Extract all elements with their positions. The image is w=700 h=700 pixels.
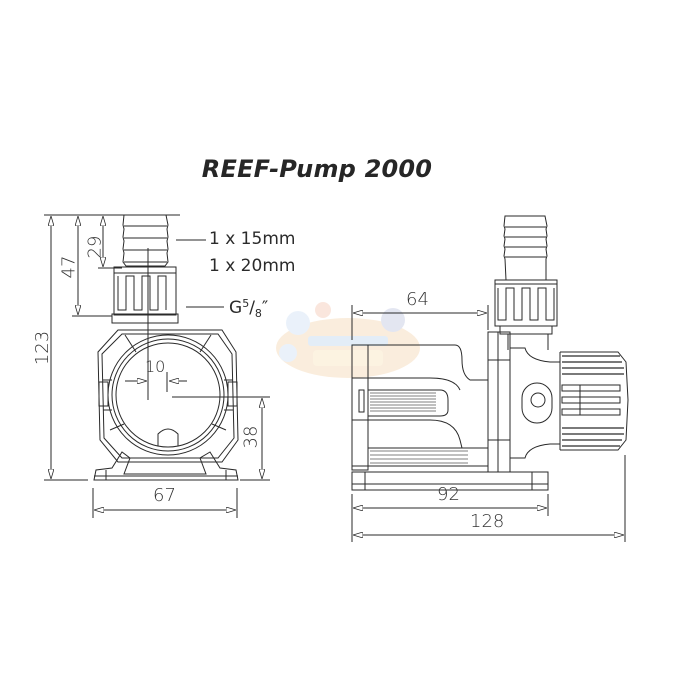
hose-size-label-15mm: 1 x 15mm <box>209 229 296 249</box>
dim-total-length: 128 <box>470 511 505 532</box>
thread-size-label: G5/8″ <box>229 298 268 319</box>
hose-size-label-20mm: 1 x 20mm <box>209 256 296 276</box>
thread-denominator: 8 <box>254 307 262 320</box>
dim-total-height: 123 <box>32 330 54 366</box>
thread-slash: / <box>249 298 255 318</box>
side-thread-nut <box>494 279 558 350</box>
dim-inlet-center-height: 38 <box>240 425 262 449</box>
dim-base-length: 92 <box>437 484 460 505</box>
dim-barb-length: 29 <box>84 235 106 259</box>
side-hose-barb <box>503 215 548 281</box>
side-view <box>351 215 629 542</box>
dim-inlet-offset: 10 <box>145 357 166 376</box>
dim-outlet-height: 47 <box>58 255 80 279</box>
thread-prefix: G <box>229 298 243 318</box>
dim-width: 67 <box>153 485 176 506</box>
thread-unit: ″ <box>261 298 269 318</box>
thread-numerator: 5 <box>242 297 250 310</box>
dim-intake-to-outlet: 64 <box>406 289 429 310</box>
pump-housing-side <box>351 331 629 491</box>
watermark-logo <box>268 298 428 388</box>
pump-housing-front <box>93 329 239 481</box>
thread-nut <box>111 266 179 324</box>
hose-barb <box>122 214 169 267</box>
diagram-title: REEF-Pump 2000 <box>201 155 433 183</box>
front-view <box>44 214 270 518</box>
